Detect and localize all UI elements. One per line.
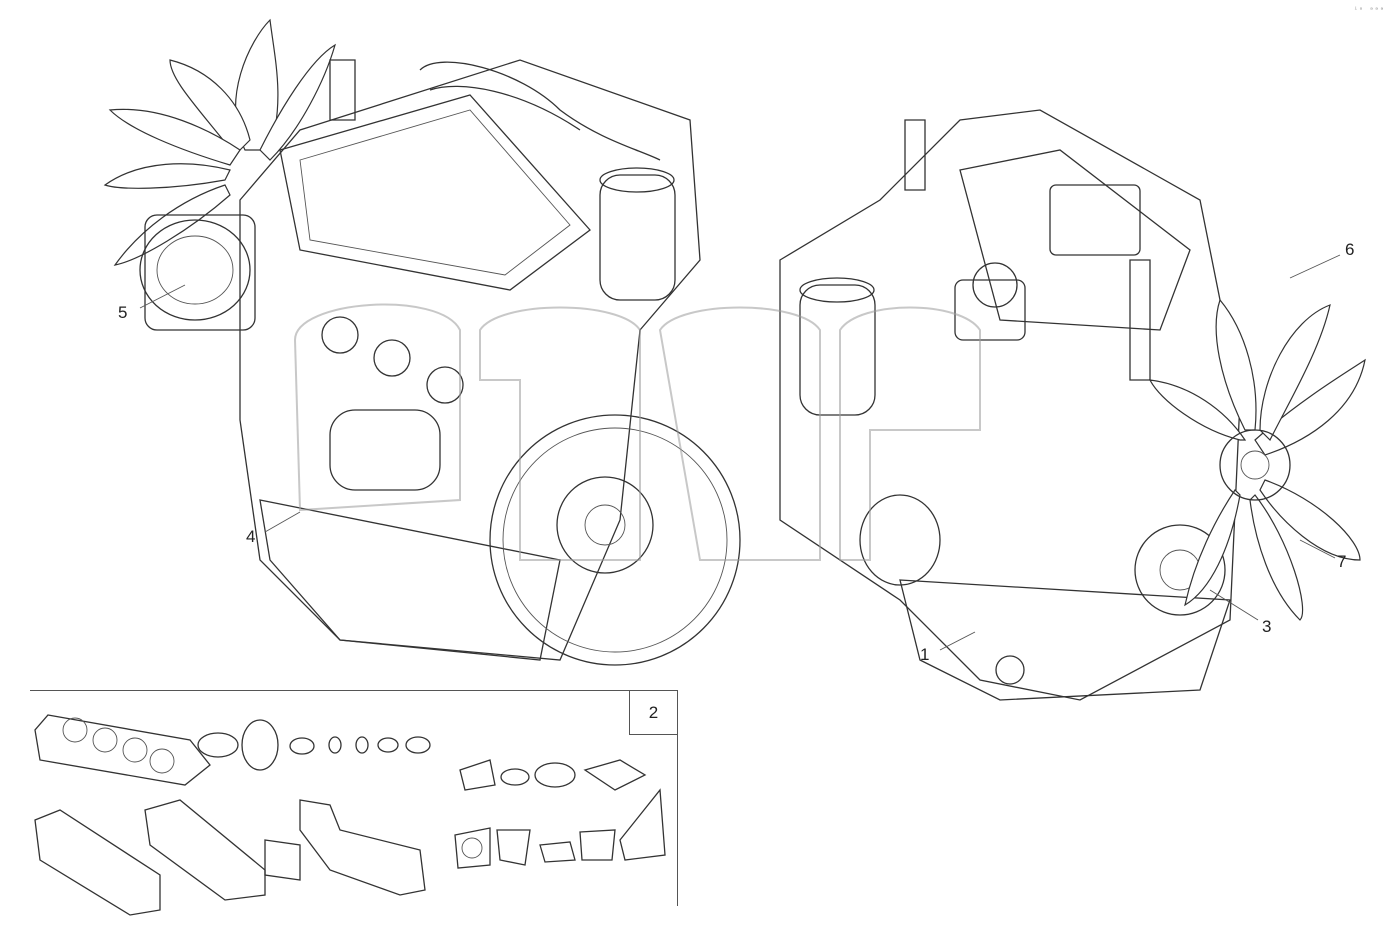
callout-7: 7	[1337, 552, 1347, 571]
left-engine-fan	[103, 18, 336, 266]
callout-2: 2	[629, 691, 677, 735]
callout-4: 4	[246, 527, 256, 546]
left-alternator	[139, 214, 256, 331]
watermark-logo	[293, 303, 981, 561]
corner-mark: ⁱᵒ ᵃᵃᵃ	[1353, 6, 1385, 14]
left-engine-drawing	[103, 18, 741, 666]
callout-5: 5	[118, 303, 128, 322]
callout-1: 1	[920, 645, 930, 664]
gasket-kit-drawing	[34, 714, 666, 916]
gasket-kit-frame: 2	[30, 690, 678, 906]
callout-3: 3	[1262, 617, 1272, 636]
callout-6: 6	[1345, 240, 1355, 259]
left-flywheel	[489, 414, 741, 666]
right-engine-fan	[1148, 298, 1366, 621]
leader-lines	[139, 254, 1341, 651]
right-engine-drawing	[779, 109, 1366, 701]
